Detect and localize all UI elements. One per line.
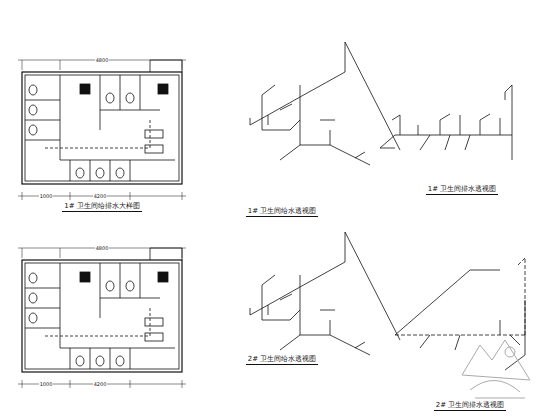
- dimension-text: 1000: [39, 382, 54, 387]
- watermark-logo: [462, 340, 530, 398]
- drawing-caption: 1# 卫生间排水透视图: [426, 186, 499, 195]
- drawing-caption: 2# 卫生间给水透视图: [246, 356, 319, 365]
- dimension-text: 4200: [93, 382, 108, 387]
- dimension-text: 4200: [93, 194, 108, 199]
- drawing-caption: 1# 卫生间给水透视图: [246, 208, 319, 217]
- dimension-text: 4800: [95, 246, 110, 251]
- drawing-caption: 1# 卫生间给排水大样图: [62, 203, 142, 212]
- drawing-caption: 2# 卫生间排水透视图: [434, 402, 507, 411]
- dimension-text: 4800: [95, 58, 110, 63]
- dimension-text: 1000: [39, 194, 54, 199]
